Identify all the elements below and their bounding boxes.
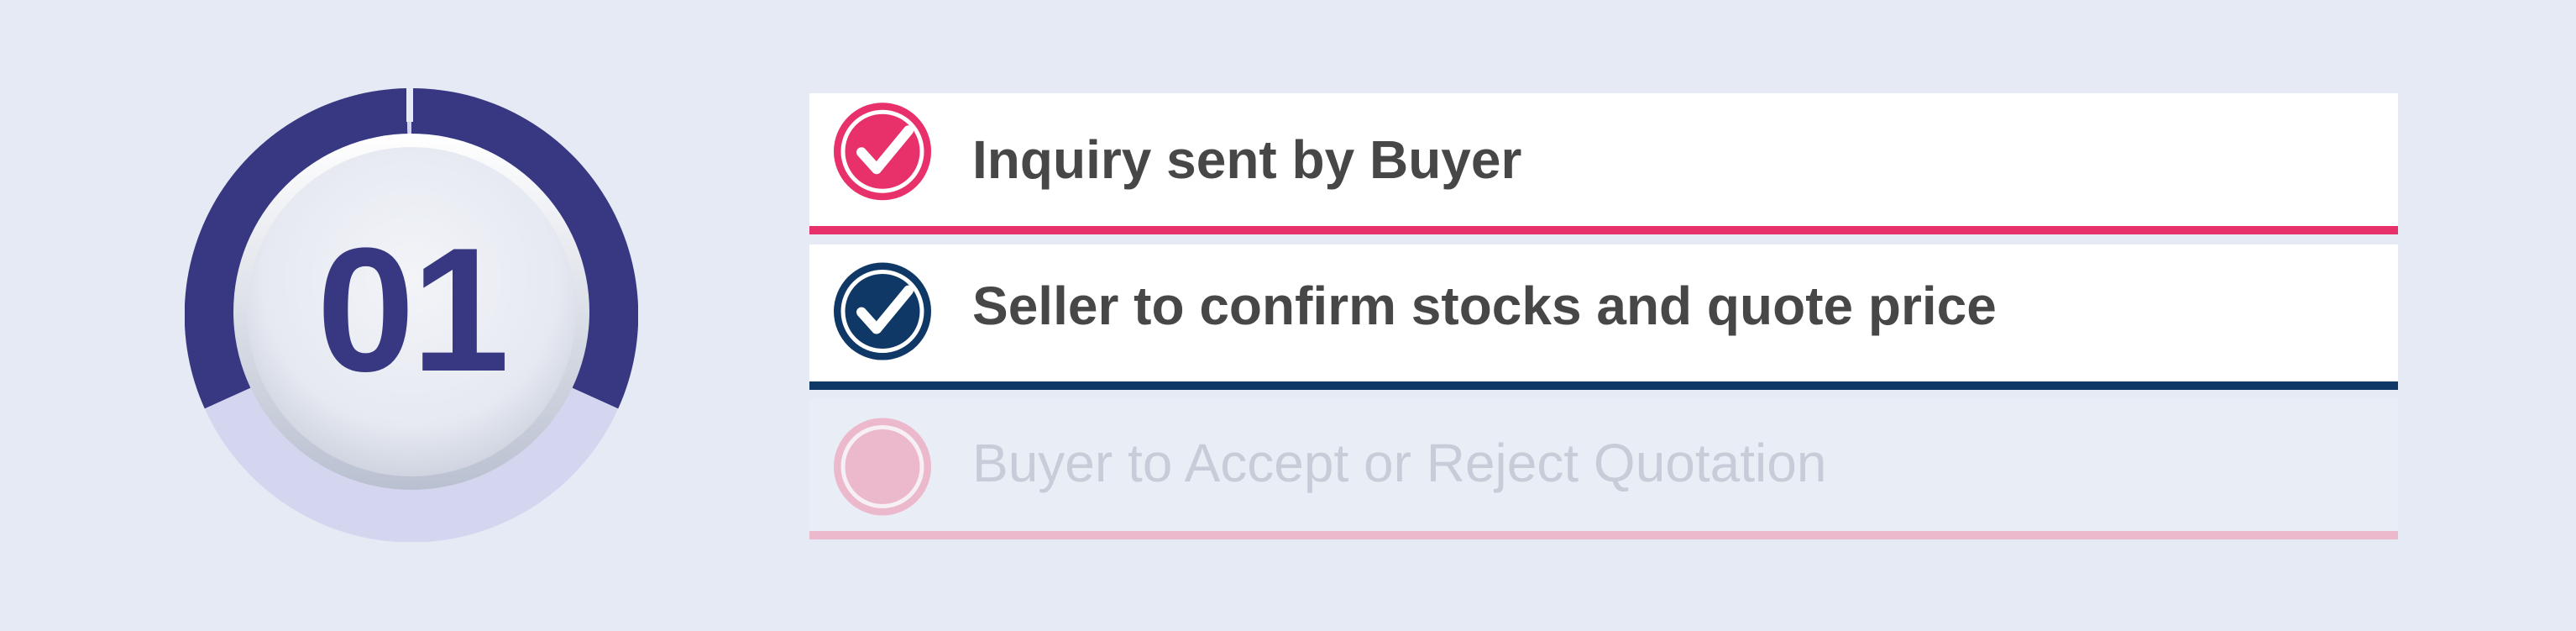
step-label: Inquiry sent by Buyer bbox=[972, 129, 1522, 190]
steps-list: Inquiry sent by Buyer Seller to confirm … bbox=[809, 93, 2398, 549]
check-circle-icon bbox=[831, 100, 934, 202]
step-item-inquiry: Inquiry sent by Buyer bbox=[809, 93, 2398, 234]
step-item-accept-reject: Buyer to Accept or Reject Quotation bbox=[809, 398, 2398, 539]
knob bbox=[247, 147, 576, 476]
step-item-confirm-stocks: Seller to confirm stocks and quote price bbox=[809, 245, 2398, 390]
progress-ring bbox=[185, 88, 638, 542]
check-circle-icon bbox=[831, 260, 934, 362]
step-label: Buyer to Accept or Reject Quotation bbox=[972, 433, 1827, 493]
step-number: 01 bbox=[317, 211, 510, 408]
step-label: Seller to confirm stocks and quote price bbox=[972, 276, 1997, 336]
empty-circle-icon bbox=[831, 415, 934, 518]
